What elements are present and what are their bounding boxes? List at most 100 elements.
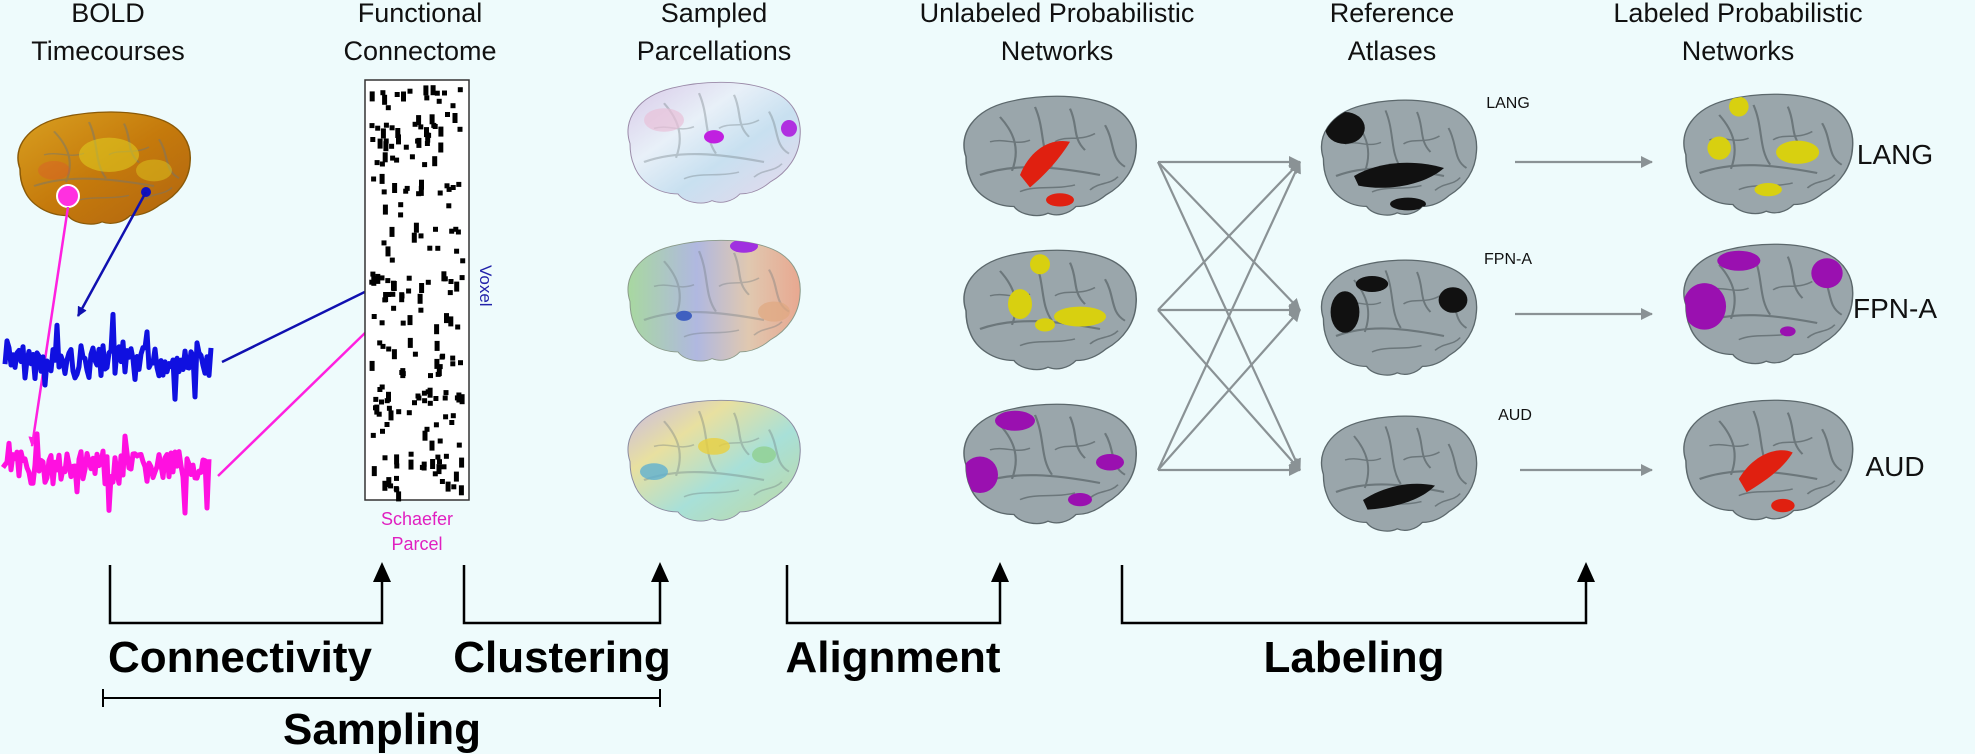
connectome-cell — [424, 95, 430, 101]
alignment-bracket — [785, 562, 1009, 625]
connectome-cell — [424, 426, 430, 432]
connectome-cell — [459, 394, 465, 405]
connectome-cell — [421, 390, 427, 396]
connectome-cell — [432, 156, 438, 167]
connectome-cell — [383, 292, 389, 302]
connectome-cell — [432, 124, 438, 129]
connectome-cell — [450, 413, 456, 419]
connectome-cell — [439, 479, 445, 484]
connectome-cell — [449, 420, 455, 425]
connectome-cell — [453, 226, 459, 232]
header-sampled-parcellations: Sampled Parcellations — [637, 0, 792, 66]
connectome-cell — [424, 141, 430, 146]
header-labeled-networks: Labeled Probabilistic Networks — [1613, 0, 1862, 66]
connectome-cell — [430, 85, 436, 96]
stage-label-sampling: Sampling — [283, 705, 481, 754]
unlabeled-network-purple — [963, 403, 1137, 525]
atlas-label-fpn: FPN-A — [1484, 251, 1532, 268]
connectome-cell — [386, 292, 392, 297]
connectome-cell — [379, 275, 385, 281]
connectome-cell — [383, 138, 389, 144]
connectome-cell — [438, 126, 444, 137]
connectome-cell — [369, 360, 375, 371]
connectome-cell — [416, 137, 422, 148]
connectome-cell — [376, 411, 382, 417]
connectome-cell — [375, 273, 381, 284]
header-functional-connectome: Functional Connectome — [343, 0, 496, 66]
connectome-cell — [427, 400, 433, 406]
unlabeled-network-red — [963, 95, 1137, 217]
connectome-cell — [371, 314, 377, 319]
connectome-cell — [380, 343, 386, 349]
connectome-cell — [435, 245, 441, 251]
connectome-cell — [384, 422, 390, 427]
connectome-cell — [419, 179, 424, 190]
connectome-cell — [442, 90, 447, 96]
connectome-cell — [386, 405, 392, 411]
connectome-cell — [453, 471, 459, 482]
connectome-cell — [374, 160, 380, 166]
connectome-cell — [456, 442, 462, 448]
connectome-cell — [382, 480, 388, 491]
header-bold-line2: Timecourses — [31, 36, 185, 66]
connectome-cell — [394, 92, 400, 97]
connectome-cell — [449, 228, 455, 234]
connectome-cell — [456, 181, 462, 187]
header-reference-line1: Reference — [1330, 0, 1455, 28]
connectome-cell — [396, 491, 402, 502]
connectome-cell — [381, 240, 387, 246]
header-reference-line2: Atlases — [1348, 36, 1437, 66]
labeled-network-lang — [1683, 93, 1854, 215]
sampled-parcellation-3 — [627, 399, 801, 522]
connectome-cell — [371, 176, 377, 182]
connectome-cell — [434, 340, 440, 351]
connectome-cell — [401, 91, 406, 102]
connectome-cell — [406, 275, 412, 281]
connectome-cell — [457, 87, 463, 93]
connectome-cell — [396, 409, 402, 415]
schaefer-label-line1: Schaefer — [381, 509, 453, 529]
connectome-cell — [382, 455, 388, 461]
connectome-cell — [386, 391, 391, 402]
bold-brain-image — [17, 111, 191, 225]
connectome-cell — [380, 90, 386, 96]
connectome-cell — [460, 258, 466, 264]
connectome-cell — [411, 232, 417, 243]
schaefer-label-line2: Parcel — [391, 534, 442, 554]
connectome-cell — [450, 103, 456, 109]
connectome-cell — [422, 430, 428, 441]
match-arrow-3-2 — [1157, 309, 1301, 471]
connectome-cell — [369, 91, 375, 102]
connectome-cell — [436, 366, 442, 377]
header-reference-atlases: Reference Atlases — [1330, 0, 1455, 66]
stage-label-clustering: Clustering — [453, 633, 671, 682]
connectome-matrix — [364, 79, 470, 502]
connectome-cell — [458, 360, 463, 366]
connectome-cell — [385, 246, 391, 257]
connectome-cell — [379, 399, 384, 405]
connectome-cell — [455, 324, 461, 330]
connectome-cell — [373, 396, 379, 402]
connectome-cell — [369, 279, 375, 285]
connectome-cell — [403, 188, 409, 194]
parcel-to-signal-arrow — [28, 206, 70, 447]
connectome-cell — [418, 124, 424, 130]
connectome-cell — [379, 320, 385, 326]
connectome-cell — [381, 189, 387, 195]
connectome-cell — [389, 143, 395, 149]
connectome-cell — [427, 245, 433, 251]
connectome-cell — [382, 297, 388, 303]
header-sampled-line2: Parcellations — [637, 36, 792, 66]
connectome-cell — [398, 202, 404, 208]
connectome-cell — [369, 123, 375, 129]
connectome-cell — [450, 361, 456, 367]
header-labeled-line2: Networks — [1682, 36, 1795, 66]
connectome-cell — [434, 358, 440, 369]
connectome-cell — [409, 154, 415, 160]
connectome-cell — [417, 293, 423, 304]
connectome-cell — [370, 137, 376, 142]
connectome-cell — [382, 152, 388, 163]
connectome-cell — [398, 212, 404, 218]
